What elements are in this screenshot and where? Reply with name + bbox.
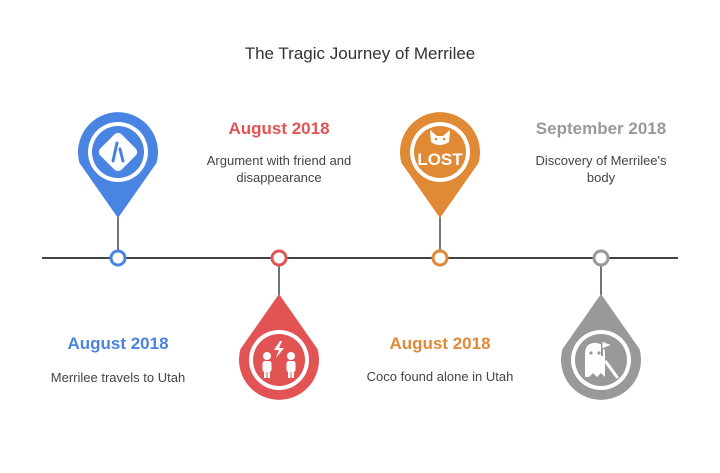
- marker-4: [561, 294, 641, 400]
- event-4-date: September 2018: [535, 119, 667, 138]
- timeline-dot-2: [270, 249, 288, 267]
- timeline-dot-4: [592, 249, 610, 267]
- event-1-text: Merrilee travels to Utah: [50, 370, 186, 385]
- ghost-flag-icon: [585, 340, 619, 379]
- event-2-text: Argument with friend and disappearance: [206, 153, 352, 185]
- event-3-date: August 2018: [389, 334, 491, 353]
- road-icon: [98, 132, 138, 172]
- diagram-title: The Tragic Journey of Merrilee: [244, 44, 476, 63]
- timeline-dot-3: [431, 249, 449, 267]
- marker-2: [239, 294, 319, 400]
- event-3-text: Coco found alone in Utah: [366, 369, 514, 384]
- marker-1: [78, 112, 158, 218]
- event-2-date: August 2018: [228, 119, 330, 138]
- lost-cat-icon: LOST: [417, 130, 463, 169]
- event-1-date: August 2018: [67, 334, 169, 353]
- svg-text:LOST: LOST: [417, 150, 463, 169]
- timeline-dot-1: [109, 249, 127, 267]
- argument-people-icon: [262, 341, 296, 378]
- marker-3: LOST: [400, 112, 480, 218]
- event-4-text: Discovery of Merrilee's body: [535, 153, 667, 185]
